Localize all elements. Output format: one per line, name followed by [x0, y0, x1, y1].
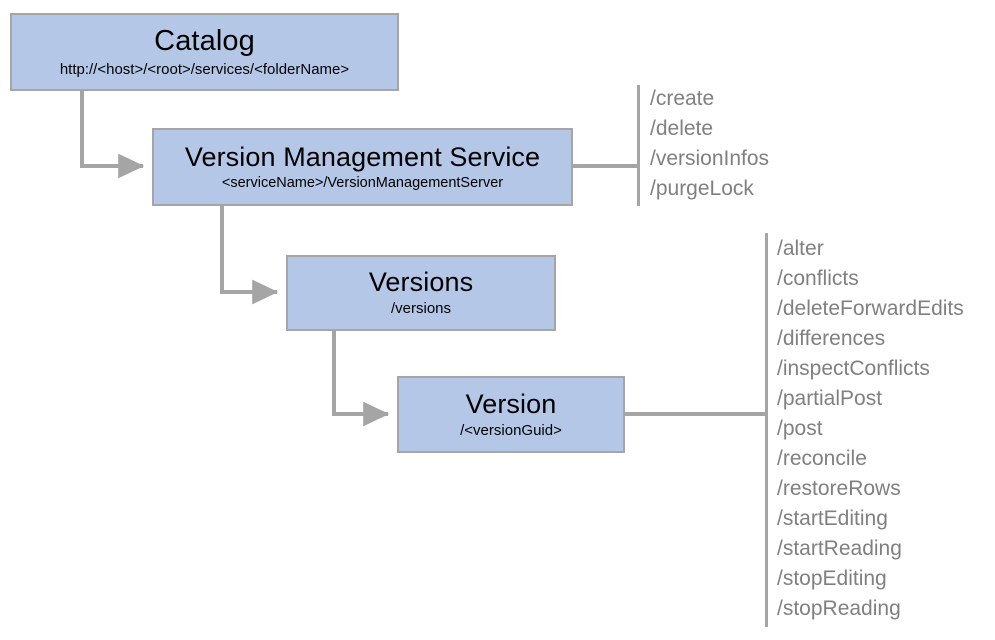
connector-catalog-to-service — [80, 91, 145, 179]
node-catalog[interactable]: Catalog http://<host>/<root>/services/<f… — [10, 13, 399, 91]
node-version-management-service-subtitle: <serviceName>/VersionManagementServer — [221, 174, 504, 191]
operation-item[interactable]: /startEditing — [777, 507, 888, 530]
operation-item[interactable]: /inspectConflicts — [777, 357, 930, 380]
version-operations-list: /alter /conflicts /deleteForwardEdits /d… — [777, 234, 964, 624]
version-operations-rail — [765, 233, 768, 627]
node-version-title: Version — [465, 388, 557, 419]
service-operations-list: /create /delete /versionInfos /purgeLock — [650, 84, 769, 204]
operation-item[interactable]: /stopEditing — [777, 567, 887, 590]
operation-item[interactable]: /versionInfos — [650, 147, 770, 170]
operation-item[interactable]: /restoreRows — [777, 477, 901, 500]
node-catalog-title: Catalog — [154, 25, 255, 58]
operation-item[interactable]: /purgeLock — [650, 177, 754, 200]
node-version-management-service[interactable]: Version Management Service <serviceName>… — [152, 128, 573, 206]
operation-item[interactable]: /stopReading — [777, 597, 901, 620]
operation-item[interactable]: /differences — [777, 327, 886, 350]
node-version-subtitle: /<versionGuid> — [460, 421, 562, 439]
operation-item[interactable]: /alter — [777, 237, 824, 260]
node-versions[interactable]: Versions /versions — [286, 255, 556, 331]
node-version[interactable]: Version /<versionGuid> — [397, 376, 625, 453]
connector-versions-to-version — [332, 331, 390, 427]
node-version-management-service-title: Version Management Service — [184, 141, 541, 172]
operation-item[interactable]: /conflicts — [777, 267, 859, 290]
service-operations-rail — [637, 85, 640, 206]
operation-item[interactable]: /partialPost — [777, 387, 883, 410]
operation-item[interactable]: /post — [777, 417, 823, 440]
node-catalog-subtitle: http://<host>/<root>/services/<folderNam… — [59, 60, 350, 78]
operation-item[interactable]: /deleteForwardEdits — [777, 297, 964, 320]
operation-item[interactable]: /startReading — [777, 537, 902, 560]
node-versions-title: Versions — [368, 267, 474, 298]
connector-service-to-versions — [220, 206, 279, 305]
operation-item[interactable]: /create — [650, 87, 715, 110]
operation-item[interactable]: /delete — [650, 117, 714, 140]
operation-item[interactable]: /reconcile — [777, 447, 867, 470]
node-versions-subtitle: /versions — [390, 300, 452, 318]
